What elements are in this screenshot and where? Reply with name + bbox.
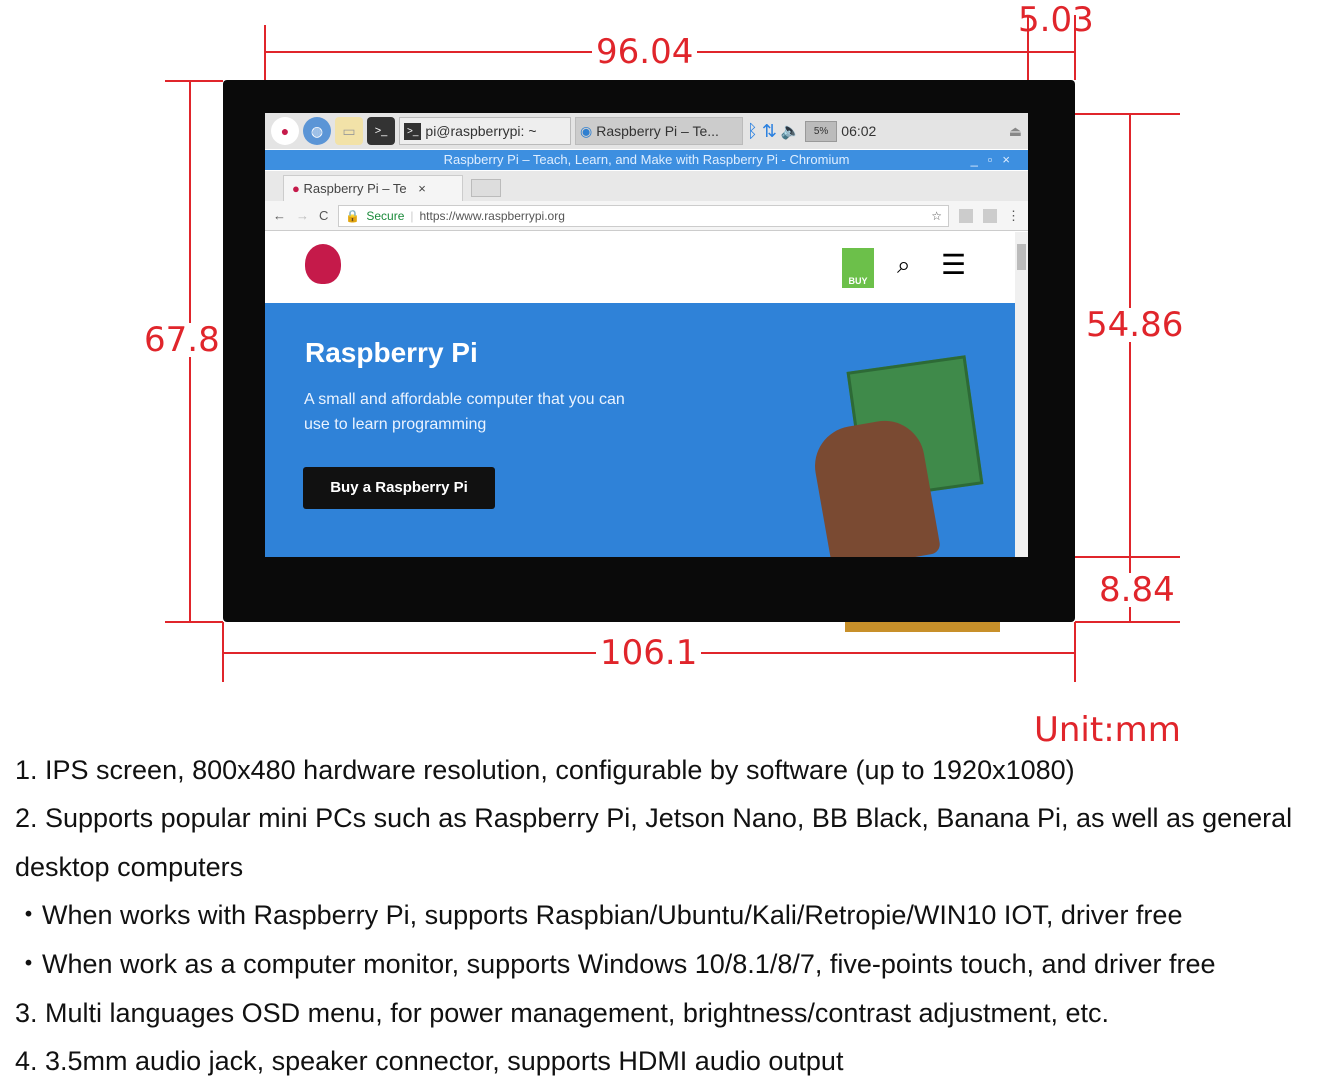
window-titlebar: Raspberry Pi – Teach, Learn, and Make wi… (265, 150, 1028, 170)
feature-2: 2. Supports popular mini PCs such as Ras… (15, 803, 1293, 833)
task-label: pi@raspberrypi: ~ (425, 123, 537, 139)
raspberry-menu-icon[interactable]: ● (271, 117, 299, 145)
reload-icon[interactable]: C (319, 208, 329, 223)
menu-icon[interactable]: ☰ (941, 249, 967, 280)
back-icon[interactable]: ← (273, 208, 286, 223)
flex-cable (845, 622, 1000, 632)
task-label: Raspberry Pi – Te... (596, 123, 719, 139)
feature-1: 1. IPS screen, 800x480 hardware resoluti… (15, 755, 1075, 785)
tab-strip: ● Raspberry Pi – Te × (265, 171, 1028, 201)
lock-icon: 🔒 (345, 208, 361, 223)
terminal-icon: >_ (404, 122, 422, 140)
hero-banner: Raspberry Pi A small and affordable comp… (265, 303, 1015, 557)
task-browser[interactable]: ◉Raspberry Pi – Te... (575, 117, 743, 145)
address-bar: ←→C 🔒Secure|https://www.raspberrypi.org☆… (265, 201, 1028, 231)
buy-bag-icon[interactable]: BUY (842, 248, 874, 288)
tab-label: Raspberry Pi – Te (303, 181, 407, 196)
star-icon[interactable]: ☆ (931, 208, 942, 223)
hero-subtitle-2: use to learn programming (304, 416, 487, 433)
window-controls[interactable]: _▫× (970, 152, 1020, 167)
dim-total-height: 67.8 (140, 323, 224, 357)
feature-4: 4. 3.5mm audio jack, speaker connector, … (15, 1046, 844, 1076)
globe-icon[interactable]: ◍ (303, 117, 331, 145)
url-text: https://www.raspberrypi.org (419, 208, 565, 223)
unit-label: Unit:mm (1030, 713, 1185, 747)
cpu-monitor: 5% (804, 120, 838, 142)
site-header: BUY ⌕ ☰ (265, 232, 1015, 303)
dim-screen-width: 96.04 (592, 35, 698, 69)
extension-icon[interactable] (959, 208, 973, 223)
search-icon[interactable]: ⌕ (897, 252, 911, 279)
dim-bottom-bezel: 8.84 (1095, 573, 1179, 607)
hero-heading: Raspberry Pi (305, 337, 478, 368)
volume-icon[interactable]: 🔈 (780, 123, 801, 140)
dim-side-offset: 5.03 (1018, 0, 1094, 40)
display-screen: ● ◍ ▭ >_ >_pi@raspberrypi: ~ ◉Raspberry … (265, 113, 1028, 557)
hero-subtitle-1: A small and affordable computer that you… (304, 391, 625, 408)
favicon-icon: ● (292, 181, 300, 196)
extension-icon[interactable] (983, 208, 997, 223)
new-tab-button[interactable] (471, 179, 501, 197)
dim-total-width: 106.1 (596, 636, 702, 670)
feature-bullet-raspberry: ・When works with Raspberry Pi, supports … (15, 900, 1183, 930)
window-title: Raspberry Pi – Teach, Learn, and Make wi… (443, 152, 850, 167)
feature-3: 3. Multi languages OSD menu, for power m… (15, 998, 1110, 1028)
clock[interactable]: 06:02 (841, 123, 877, 139)
close-tab-icon[interactable]: × (418, 181, 426, 196)
menu-dots-icon[interactable]: ⋮ (1007, 207, 1020, 223)
task-terminal[interactable]: >_pi@raspberrypi: ~ (399, 117, 571, 145)
dim-screen-height: 54.86 (1082, 308, 1188, 342)
feature-bullet-monitor: ・When work as a computer monitor, suppor… (15, 949, 1216, 979)
forward-icon[interactable]: → (296, 208, 309, 223)
network-icon[interactable]: ⇅ (761, 120, 777, 141)
eject-icon[interactable]: ⏏ (1008, 122, 1022, 139)
scrollbar[interactable] (1015, 232, 1028, 557)
folder-icon[interactable]: ▭ (335, 117, 363, 145)
secure-label: Secure (366, 208, 405, 223)
browser-tab[interactable]: ● Raspberry Pi – Te × (283, 175, 463, 201)
url-input[interactable]: 🔒Secure|https://www.raspberrypi.org☆ (338, 204, 949, 227)
taskbar: ● ◍ ▭ >_ >_pi@raspberrypi: ~ ◉Raspberry … (265, 113, 1028, 149)
bluetooth-icon[interactable]: ᛒ (747, 120, 758, 141)
terminal-icon[interactable]: >_ (367, 117, 395, 145)
raspberry-logo[interactable] (305, 244, 341, 284)
buy-button[interactable]: Buy a Raspberry Pi (303, 467, 495, 509)
feature-2-cont: desktop computers (15, 852, 244, 882)
chromium-icon: ◉ (580, 122, 593, 139)
